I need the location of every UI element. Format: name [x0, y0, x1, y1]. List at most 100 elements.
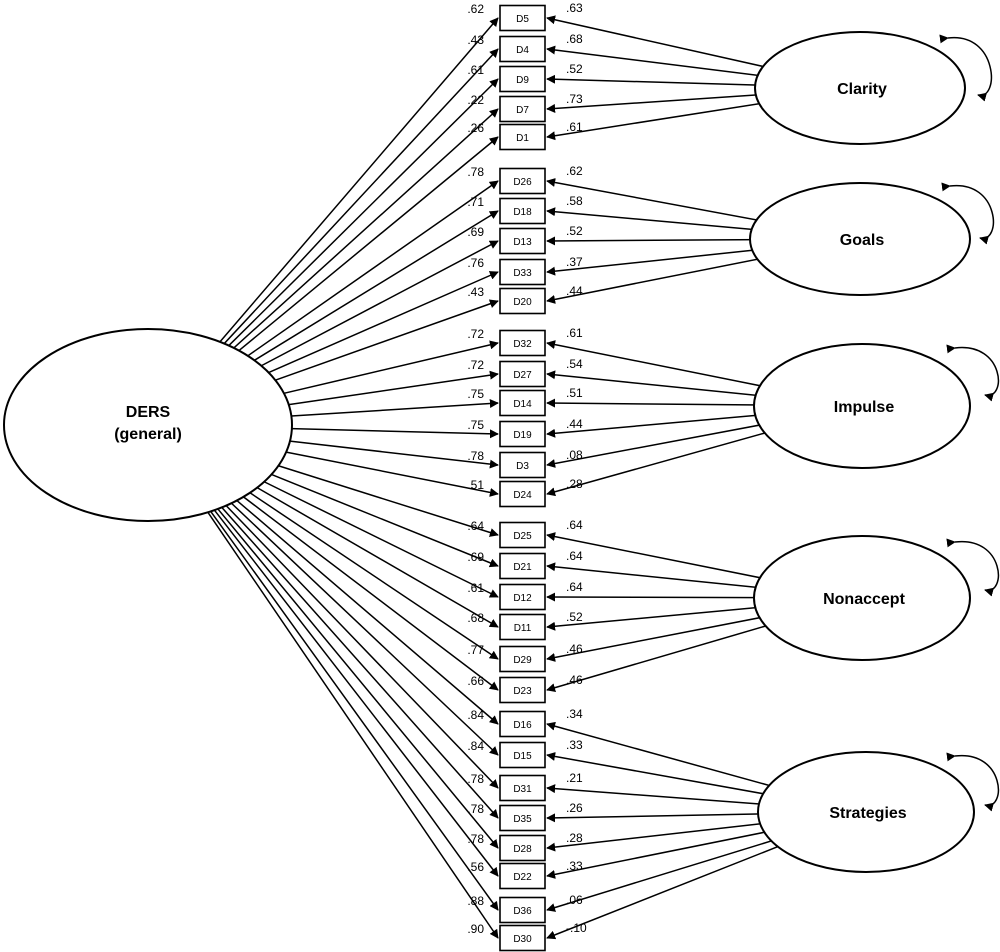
- general-d30-loading: .90: [467, 922, 484, 936]
- clarity-to-d4-arrow: [546, 45, 766, 78]
- impulse-variance-arrow: [946, 344, 1000, 402]
- general-to-d33-arrow: [268, 271, 499, 374]
- goals-to-d33-arrow: [546, 248, 761, 276]
- clarity-factor-label: Clarity: [837, 81, 887, 98]
- nonaccept-to-d21-arrow: [546, 562, 765, 589]
- indicator-d29-box: [499, 645, 546, 673]
- general-to-d5-arrow: [219, 17, 499, 343]
- indicator-d9-box: [499, 65, 546, 93]
- impulse-to-d3-arrow: [546, 422, 768, 468]
- indicator-d26-box: [499, 167, 546, 195]
- general-d21-loading: .69: [467, 550, 484, 564]
- clarity-d4-loading: .68: [566, 32, 583, 46]
- general-d15-loading: .84: [467, 739, 484, 753]
- general-to-d18-arrow: [254, 210, 499, 361]
- indicator-d24-box: [499, 480, 546, 508]
- general-to-d14-arrow: [291, 399, 499, 417]
- nonaccept-d21-loading: .64: [566, 549, 583, 563]
- goals-factor-label: Goals: [840, 232, 885, 249]
- general-to-d23-arrow: [243, 496, 499, 691]
- indicator-d16-box: [499, 710, 546, 738]
- indicator-d22-box: [499, 862, 546, 890]
- indicator-d32-label: D32: [513, 339, 532, 350]
- indicator-d25-label: D25: [513, 531, 532, 542]
- general-d13-loading: .69: [467, 225, 484, 239]
- impulse-d24-loading: .28: [566, 477, 583, 491]
- general-d23-loading: .66: [467, 674, 484, 688]
- indicator-d16-label: D16: [513, 720, 532, 731]
- paths-layer: [207, 15, 1000, 940]
- indicator-d18-label: D18: [513, 207, 532, 218]
- general-to-d30-arrow: [207, 511, 499, 939]
- indicator-d31-label: D31: [513, 784, 532, 795]
- strategies-to-d16-arrow: [546, 721, 778, 789]
- clarity-to-d9-arrow: [546, 74, 764, 86]
- indicator-d30-label: D30: [513, 934, 532, 945]
- nonaccept-factor-ellipse: [753, 535, 971, 661]
- general-to-d4-arrow: [223, 48, 499, 345]
- strategies-to-d30-arrow: [546, 843, 786, 940]
- general-to-d19-arrow: [291, 427, 499, 439]
- general-to-d26-arrow: [247, 180, 499, 357]
- general-d26-loading: .78: [467, 165, 484, 179]
- clarity-factor-ellipse: [754, 31, 966, 145]
- impulse-d32-loading: .61: [566, 326, 583, 340]
- general-d33-loading: .76: [467, 256, 484, 270]
- indicator-d23-box: [499, 676, 546, 704]
- goals-factor-ellipse: [749, 182, 971, 296]
- general-d4-loading: .43: [467, 33, 484, 47]
- indicator-d20-box: [499, 287, 546, 315]
- indicator-d18-box: [499, 197, 546, 225]
- strategies-factor-label: Strategies: [829, 805, 906, 822]
- strategies-d31-loading: .21: [566, 771, 583, 785]
- general-d3-loading: .78: [467, 449, 484, 463]
- indicator-d31-box: [499, 774, 546, 802]
- general-factor-ellipse: [3, 328, 293, 522]
- impulse-factor-label: Impulse: [834, 399, 895, 416]
- general-to-d36-arrow: [210, 510, 499, 911]
- indicator-d9-label: D9: [516, 75, 529, 86]
- indicator-d1-label: D1: [516, 133, 529, 144]
- indicator-d20-label: D20: [513, 297, 532, 308]
- goals-to-d18-arrow: [546, 207, 761, 231]
- nonaccept-to-d12-arrow: [546, 592, 763, 602]
- indicator-d21-label: D21: [513, 562, 532, 573]
- indicator-d33-label: D33: [513, 268, 532, 279]
- strategies-d30-loading: -.10: [566, 921, 587, 935]
- clarity-d9-loading: .52: [566, 62, 583, 76]
- general-d9-loading: .61: [467, 63, 484, 77]
- impulse-d14-loading: .51: [566, 386, 583, 400]
- goals-to-d26-arrow: [546, 178, 765, 223]
- nonaccept-factor-label: Nonaccept: [823, 591, 905, 608]
- indicator-d26-label: D26: [513, 177, 532, 188]
- indicator-d4-label: D4: [516, 45, 529, 56]
- clarity-to-d5-arrow: [546, 15, 771, 69]
- general-to-d20-arrow: [275, 299, 499, 381]
- general-to-d24-arrow: [286, 451, 499, 497]
- general-d35-loading: .78: [467, 802, 484, 816]
- general-to-d1-arrow: [238, 136, 499, 352]
- strategies-d16-loading: .34: [566, 707, 583, 721]
- general-to-d31-arrow: [225, 505, 499, 789]
- clarity-d1-loading: .61: [566, 120, 583, 134]
- general-d18-loading: .71: [467, 195, 484, 209]
- general-d14-loading: .75: [467, 387, 484, 401]
- impulse-d3-loading: .08: [566, 448, 583, 462]
- general-factor-label: DERS: [126, 404, 171, 421]
- indicator-d32-box: [499, 329, 546, 357]
- indicator-d14-box: [499, 389, 546, 417]
- general-d11-loading: .68: [467, 611, 484, 625]
- strategies-to-d15-arrow: [546, 751, 772, 796]
- goals-d20-loading: .44: [566, 284, 583, 298]
- strategies-d35-loading: .26: [566, 801, 583, 815]
- general-to-d35-arrow: [221, 506, 499, 819]
- goals-variance-arrow: [941, 182, 995, 245]
- general-d16-loading: .84: [467, 708, 484, 722]
- indicator-d3-box: [499, 451, 546, 479]
- impulse-to-d14-arrow: [546, 398, 763, 408]
- indicator-d19-box: [499, 420, 546, 448]
- indicator-d21-box: [499, 552, 546, 580]
- indicator-d33-box: [499, 258, 546, 286]
- general-to-d13-arrow: [260, 240, 499, 367]
- indicator-d29-label: D29: [513, 655, 532, 666]
